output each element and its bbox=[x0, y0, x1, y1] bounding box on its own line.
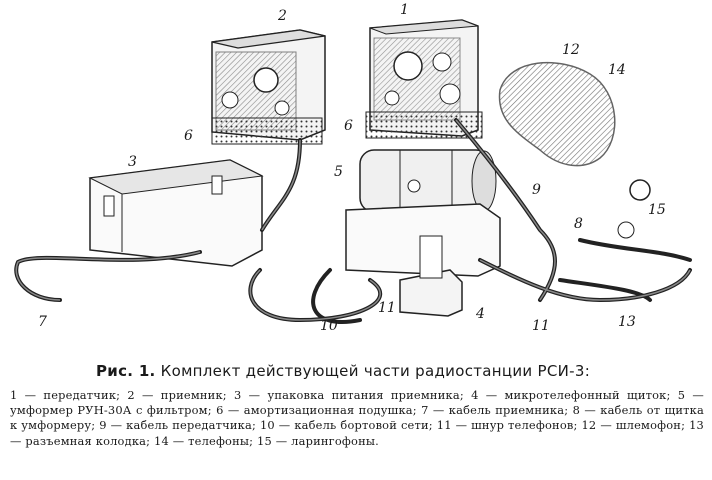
callout-12: 12 bbox=[562, 42, 580, 58]
legend-item: 1 — передатчик; bbox=[10, 388, 128, 402]
legend-item: 9 — кабель передатчика; bbox=[99, 418, 260, 433]
callout-9: 9 bbox=[532, 182, 541, 198]
legend-item: 14 — телефоны; bbox=[154, 433, 258, 448]
callout-6-transmitter: 6 bbox=[344, 118, 353, 134]
callout-11-right: 11 bbox=[532, 318, 550, 334]
headset-helmet bbox=[498, 62, 651, 239]
radio-station-illustration: 1 2 3 4 5 6 6 7 8 9 10 11 11 12 13 14 15 bbox=[14, 2, 692, 334]
callout-3: 3 bbox=[128, 154, 137, 170]
figure-caption: Рис. 1. Комплект действующей части радио… bbox=[96, 362, 696, 380]
callout-8: 8 bbox=[574, 216, 583, 232]
legend-item: 3 — упаковка питания приемника; bbox=[234, 388, 472, 402]
microphone-panel bbox=[399, 235, 463, 317]
legend-item: 2 — приемник; bbox=[127, 388, 235, 402]
legend-item: 6 — амортизационная подушка; bbox=[216, 403, 422, 418]
callout-5: 5 bbox=[334, 164, 343, 180]
callout-4: 4 bbox=[475, 306, 485, 322]
figure-legend: 1 — передатчик; 2 — приемник; 3 — упаков… bbox=[10, 388, 704, 449]
callout-1: 1 bbox=[400, 2, 409, 18]
legend-item: 10 — кабель бортовой сети; bbox=[259, 418, 437, 433]
callout-2: 2 bbox=[277, 8, 287, 24]
legend-item: 13 — разъемная колодка; bbox=[10, 418, 704, 448]
receiver-power-pack bbox=[88, 159, 264, 267]
legend-item: 4 — микротелефонный щиток; bbox=[471, 388, 678, 402]
callout-10: 10 bbox=[320, 318, 338, 334]
callout-13: 13 bbox=[618, 314, 636, 330]
caption-title: Комплект действующей части радиостанции … bbox=[160, 362, 591, 380]
illustration-svg: 1 2 3 4 5 6 6 7 8 9 10 11 11 12 13 14 15 bbox=[14, 2, 692, 334]
callout-6-receiver: 6 bbox=[184, 128, 193, 144]
callout-7: 7 bbox=[38, 314, 47, 330]
legend-item: 15 — ларингофоны. bbox=[257, 433, 379, 448]
callout-14: 14 bbox=[608, 62, 626, 78]
legend-item: 7 — кабель приемника; bbox=[421, 403, 573, 418]
callout-11-left: 11 bbox=[378, 300, 396, 316]
transmitter-unit bbox=[365, 19, 483, 139]
callout-15: 15 bbox=[648, 202, 666, 218]
caption-label: Рис. 1. bbox=[96, 362, 156, 380]
legend-item: 12 — шлемофон; bbox=[581, 418, 690, 433]
legend-item: 5 — умформер РУН-30А с фильтром; bbox=[10, 388, 704, 418]
legend-item: 8 — кабель от щитка к умформеру; bbox=[10, 403, 704, 433]
receiver-unit bbox=[211, 29, 326, 145]
legend-item: 11 — шнур телефонов; bbox=[436, 418, 582, 433]
